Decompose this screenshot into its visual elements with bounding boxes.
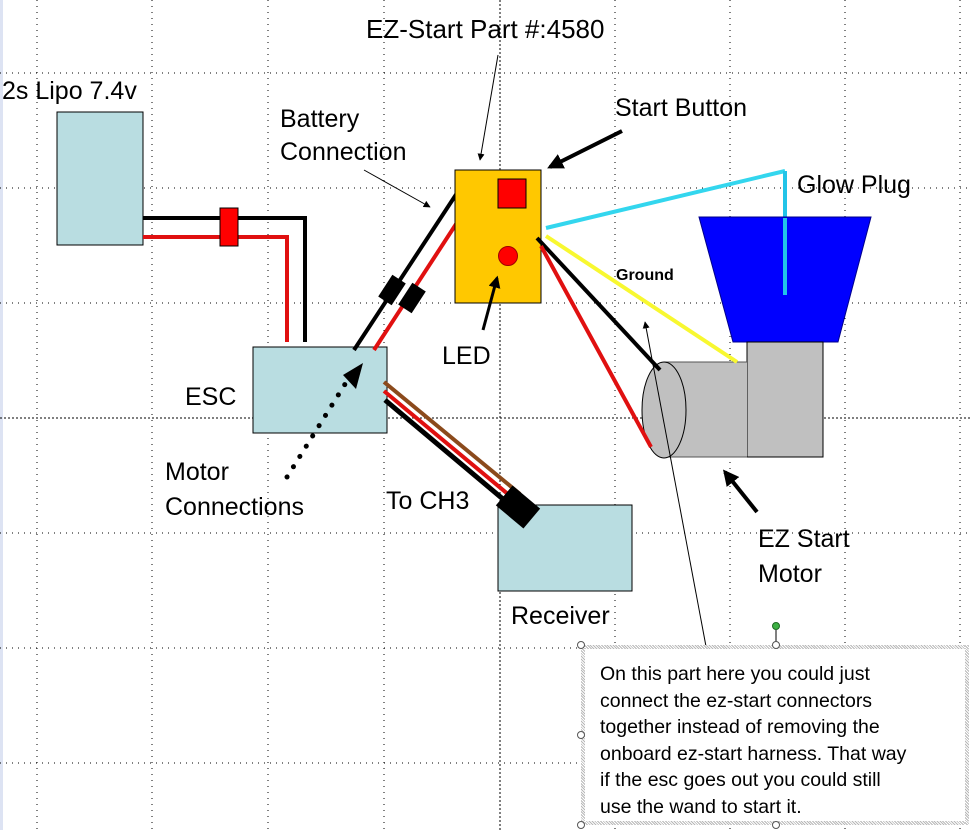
battery-label: 2s Lipo 7.4v <box>2 77 137 105</box>
led-indicator <box>498 246 518 266</box>
start-button-pointer <box>547 129 623 169</box>
ez-battery-black-wire <box>352 188 461 352</box>
ez-start-motor-label-1: EZ Start <box>758 525 850 553</box>
resize-handle-bottom-center[interactable] <box>772 821 780 829</box>
resize-handle-middle-left[interactable] <box>577 731 585 739</box>
ez-start-motor-pointer <box>723 469 759 514</box>
resize-handle-bottom-left[interactable] <box>577 821 585 829</box>
note-text[interactable]: On this part here you could just connect… <box>600 663 907 818</box>
to-ch3-label: To CH3 <box>386 487 469 515</box>
resize-handle-top-center[interactable] <box>772 641 780 649</box>
battery-red-wire <box>143 235 289 342</box>
resize-handle-top-left[interactable] <box>577 641 585 649</box>
inline-connector-red-side <box>398 282 426 314</box>
ch3-lead-black <box>383 398 512 507</box>
engine-body <box>746 341 824 458</box>
starter-cylinder-end <box>641 361 687 459</box>
title-part-number: EZ-Start Part #:4580 <box>366 14 604 44</box>
note-textbox[interactable]: On this part here you could just connect… <box>581 645 969 825</box>
esc-box <box>252 346 388 434</box>
ch3-connector <box>495 485 541 529</box>
start-button-label: Start Button <box>615 94 747 122</box>
motor-connections-label-2: Connections <box>165 493 304 521</box>
led-label: LED <box>442 342 491 370</box>
battery-connection-label-2: Connection <box>280 138 406 166</box>
note-pointer <box>642 321 709 658</box>
battery-black-wire <box>143 216 307 342</box>
motor-connections-label-1: Motor <box>165 458 229 486</box>
led-pointer <box>481 275 501 331</box>
part-number-pointer <box>477 54 499 161</box>
receiver-label: Receiver <box>511 602 610 630</box>
ch3-lead-brown <box>382 380 522 496</box>
ground-label: Ground <box>616 267 674 284</box>
battery-connector <box>219 207 239 247</box>
motor-connections-arrowhead <box>343 363 363 389</box>
battery-connection-pointer <box>363 169 431 208</box>
ez-start-motor-label-2: Motor <box>758 560 822 588</box>
note-textbox-body <box>585 649 965 821</box>
ez-battery-red-wire <box>372 216 462 352</box>
battery-connection-label-1: Battery <box>280 105 360 133</box>
starter-black-wire <box>535 236 662 372</box>
cyan-glow-wire-a <box>545 169 786 230</box>
rotation-handle[interactable] <box>772 622 780 630</box>
ch3-lead-red <box>382 389 517 502</box>
inline-connector-black <box>378 274 406 306</box>
esc-label: ESC <box>185 383 236 411</box>
battery-box <box>56 111 144 246</box>
window-left-edge <box>0 0 3 830</box>
starter-red-wire <box>539 245 653 448</box>
start-button <box>497 178 527 209</box>
yellow-ground-wire <box>544 234 739 364</box>
glow-plug-label: Glow Plug <box>797 171 911 199</box>
motor-connections-pointer <box>284 370 355 480</box>
